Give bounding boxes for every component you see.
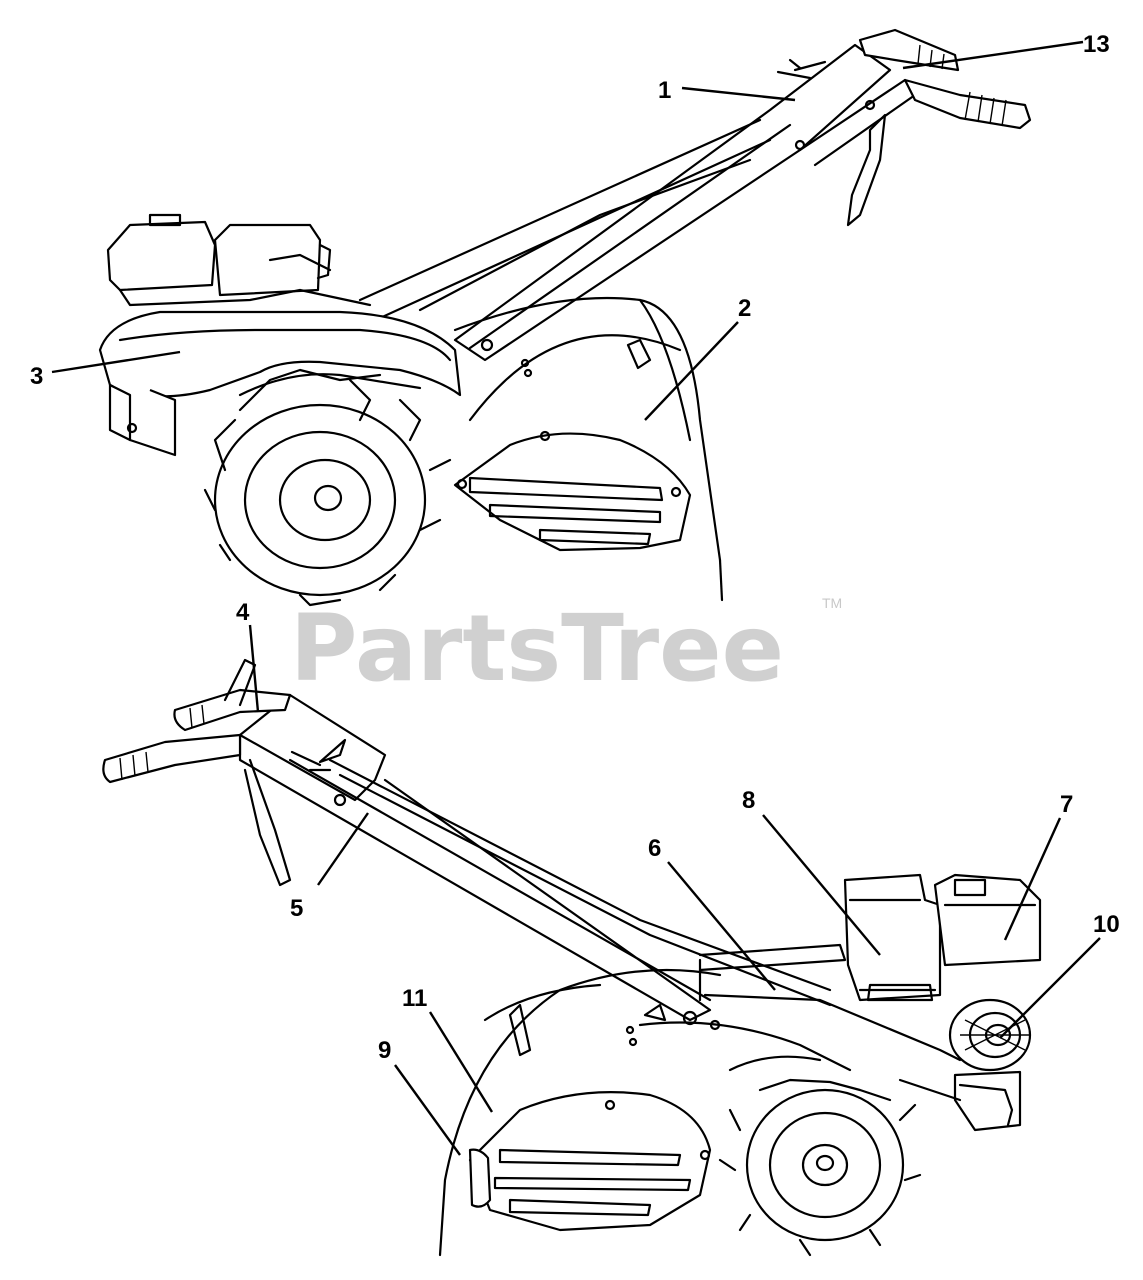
top-tiller-illustration bbox=[98, 28, 1032, 607]
watermark-trademark: TM bbox=[822, 595, 842, 611]
leader-6 bbox=[667, 861, 776, 991]
top-fender bbox=[98, 310, 462, 398]
top-front-bracket bbox=[108, 383, 177, 457]
callout-numbers: 1 2 3 4 5 6 7 8 9 10 11 13 bbox=[30, 31, 1120, 1064]
leader-8 bbox=[762, 814, 881, 956]
watermark: PartsTree TM bbox=[290, 595, 842, 702]
leader-11 bbox=[428, 1011, 494, 1113]
bottom-front-bracket bbox=[898, 1078, 1014, 1127]
leader-10 bbox=[999, 937, 1101, 1039]
callout-1: 1 bbox=[658, 77, 671, 104]
callout-7: 7 bbox=[1060, 791, 1073, 818]
leader-13 bbox=[902, 40, 1084, 70]
leader-2 bbox=[644, 321, 739, 421]
bottom-engine bbox=[843, 873, 1042, 1132]
callout-6: 6 bbox=[648, 835, 661, 862]
bottom-chassis bbox=[625, 943, 962, 1072]
leader-9 bbox=[394, 1064, 461, 1156]
callout-8: 8 bbox=[742, 787, 755, 814]
bottom-handle-assembly bbox=[102, 658, 832, 1031]
bottom-side-plate bbox=[468, 1091, 712, 1232]
top-handle-assembly bbox=[358, 28, 1032, 362]
bottom-wheel bbox=[718, 1055, 922, 1257]
callout-9: 9 bbox=[378, 1037, 391, 1064]
callout-10: 10 bbox=[1093, 911, 1120, 938]
leader-4 bbox=[248, 624, 260, 713]
top-side-plate bbox=[453, 430, 692, 552]
leader-1 bbox=[681, 86, 796, 102]
bottom-tiller-illustration bbox=[102, 658, 1042, 1257]
bottom-tine-shield bbox=[438, 968, 722, 1257]
callout-3: 3 bbox=[30, 363, 43, 390]
watermark-text: PartsTree bbox=[290, 595, 784, 702]
callout-11: 11 bbox=[402, 985, 427, 1012]
callout-4: 4 bbox=[236, 599, 250, 626]
top-wheel bbox=[203, 368, 452, 607]
top-engine bbox=[106, 213, 372, 307]
leader-lines bbox=[51, 40, 1101, 1156]
leader-7 bbox=[1003, 817, 1062, 941]
callout-5: 5 bbox=[290, 895, 303, 922]
callout-2: 2 bbox=[738, 295, 751, 322]
leader-5 bbox=[317, 812, 369, 886]
callout-13: 13 bbox=[1083, 31, 1110, 58]
leader-3 bbox=[51, 350, 181, 374]
